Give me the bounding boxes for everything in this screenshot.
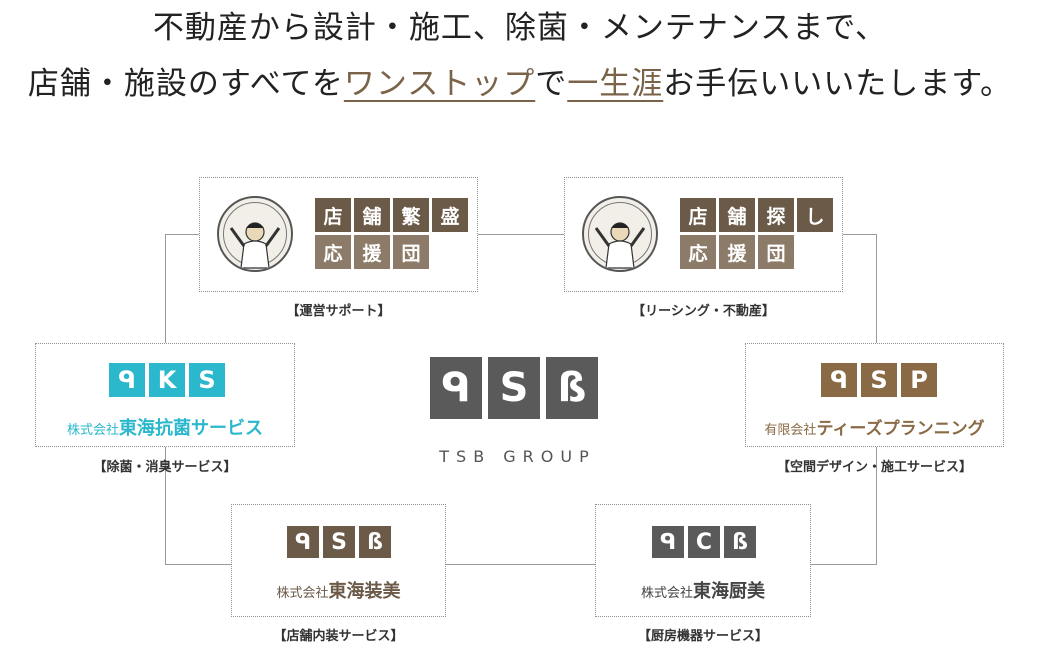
name-tile: 舗 [354,198,390,232]
headline-text: 店舗・施設のすべてを [27,66,344,102]
node-tenpo-sagashi[interactable]: 店 舗 探 し 応 援 団 [564,177,843,292]
headline-text: で [535,66,568,102]
name-tile: 援 [354,235,390,269]
logo-letter: C [688,526,720,558]
logo-letter: S [488,357,540,419]
connector-line [165,564,231,565]
company-name-tsp: 有限会社ティーズプランニング [746,414,1003,439]
highlight-lifetime: 一生涯 [567,66,664,102]
headline-text: お手伝いいいたします。 [663,66,1013,102]
logo-letter: ß [359,526,391,558]
connector-line [165,234,199,235]
company-prefix: 株式会社 [276,586,329,601]
logo-letter: P [901,363,937,397]
group-label: TSB GROUP [439,447,596,466]
logo-letter: ß [724,526,756,558]
logo-letter: ᑫ [109,363,145,397]
name-tiles: 店 舗 探 し 応 援 団 [680,198,833,269]
tsp-logo: ᑫ S P [821,363,937,397]
headline-line-2: 店舗・施設のすべてをワンストップで一生涯お手伝いいいたします。 [0,58,1040,103]
logo-letter: S [323,526,355,558]
logo-letter: ᑫ [821,363,857,397]
connector-line [843,234,877,235]
company-name: 東海抗菌サービス [119,418,263,439]
name-tile: 繁 [393,198,429,232]
company-name: 東海装美 [328,581,401,602]
node-tks[interactable]: ᑫ K S 株式会社東海抗菌サービス [35,343,295,447]
node-tsp[interactable]: ᑫ S P 有限会社ティーズプランニング [745,343,1004,447]
logo-letter: ᑫ [287,526,319,558]
name-tile: 援 [719,235,755,269]
caption-tks: 【除菌・消臭サービス】 [93,460,237,475]
headline-line-1: 不動産から設計・施工、除菌・メンテナンスまで、 [152,10,888,46]
caption-tcb: 【厨房機器サービス】 [637,629,768,644]
name-tile: 応 [315,235,351,269]
caption-tenpo-hanjo: 【運営サポート】 [286,304,391,319]
caption-tsb: 【店舗内装サービス】 [273,629,404,644]
name-tile: 団 [758,235,794,269]
logo-letter: K [149,363,185,397]
name-tile: 応 [680,235,716,269]
name-tile: 店 [680,198,716,232]
connector-line [478,234,564,235]
company-name-tks: 株式会社東海抗菌サービス [36,414,294,440]
node-tcb[interactable]: ᑫ C ß 株式会社東海厨美 [595,504,811,617]
name-tile: 盛 [432,198,468,232]
tsb-logo: ᑫ S ß [287,526,391,558]
logo-letter: ᑫ [430,357,482,419]
tcb-logo: ᑫ C ß [652,526,756,558]
logo-letter: S [861,363,897,397]
logo-letter: ᑫ [652,526,684,558]
company-name: 東海厨美 [693,581,765,602]
logo-letter: S [189,363,225,397]
logo-letter: ß [546,357,598,419]
name-tile: 団 [393,235,429,269]
name-tile: 店 [315,198,351,232]
name-tile: 探 [758,198,794,232]
tks-logo: ᑫ K S [109,363,225,397]
company-prefix: 株式会社 [66,423,119,438]
mascot-badge-icon [582,196,658,272]
mascot-badge-icon [217,196,293,272]
company-prefix: 有限会社 [764,423,817,438]
caption-tenpo-sagashi: 【リーシング・不動産】 [632,304,775,319]
company-name-tsb: 株式会社東海装美 [232,577,445,603]
connector-line [811,564,877,565]
tsb-group-logo: ᑫ S ß [430,357,598,419]
connector-line [446,564,595,565]
name-tile: し [797,198,833,232]
name-tile: 舗 [719,198,755,232]
caption-tsp: 【空間デザイン・施工サービス】 [776,460,972,475]
node-tsb[interactable]: ᑫ S ß 株式会社東海装美 [231,504,446,617]
company-name-tcb: 株式会社東海厨美 [596,577,810,603]
company-prefix: 株式会社 [640,586,693,601]
node-tenpo-hanjo[interactable]: 店 舗 繁 盛 応 援 団 [199,177,478,292]
highlight-one-stop: ワンストップ [343,66,536,102]
company-name: ティーズプランニング [816,419,985,439]
name-tiles: 店 舗 繁 盛 応 援 団 [315,198,468,269]
